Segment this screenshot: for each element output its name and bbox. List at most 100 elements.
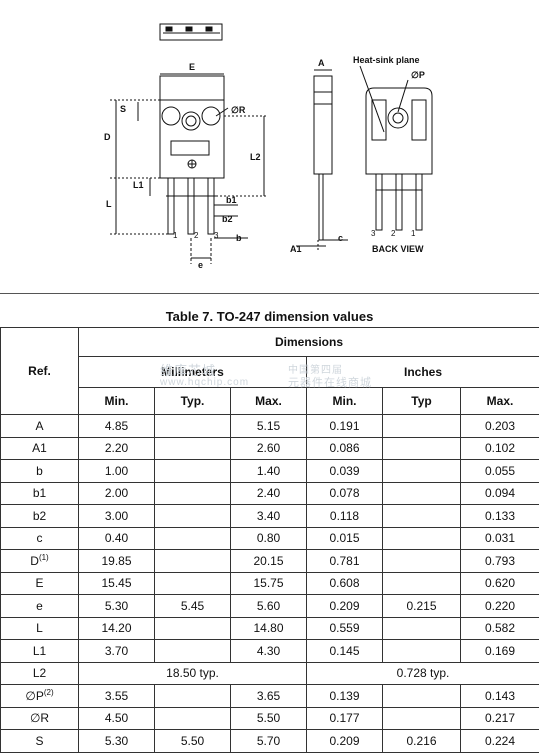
- mm-typ-cell: [155, 572, 231, 595]
- mm-min-cell: 4.50: [79, 707, 155, 730]
- in-typ-cell: 0.215: [383, 595, 461, 618]
- pin-number-1: 1: [173, 231, 178, 240]
- mm-min-cell: 3.70: [79, 640, 155, 663]
- in-min-cell: 0.177: [307, 707, 383, 730]
- ref-cell: E: [1, 572, 79, 595]
- in-min-cell: 0.209: [307, 595, 383, 618]
- in-max-cell: 0.143: [461, 685, 539, 708]
- in-min-cell: 0.118: [307, 505, 383, 528]
- mm-typ-cell: [155, 550, 231, 573]
- col-header-mm-typ: Typ.: [155, 388, 231, 415]
- in-min-cell: 0.039: [307, 460, 383, 483]
- mm-max-cell: 0.80: [231, 527, 307, 550]
- back-view-body: [366, 88, 432, 174]
- mm-max-cell: 3.40: [231, 505, 307, 528]
- mm-typ-cell: [155, 617, 231, 640]
- mm-max-cell: 5.15: [231, 415, 307, 438]
- mm-typ-cell: [155, 482, 231, 505]
- mm-max-cell: 14.80: [231, 617, 307, 640]
- mm-max-cell: 5.70: [231, 730, 307, 753]
- dim-label-A1: A1: [290, 244, 302, 254]
- mm-typ-cell: 5.50: [155, 730, 231, 753]
- top-view-body: [160, 24, 222, 40]
- mm-max-cell: 15.75: [231, 572, 307, 595]
- ref-cell: b: [1, 460, 79, 483]
- in-max-cell: 0.217: [461, 707, 539, 730]
- in-max-cell: 0.055: [461, 460, 539, 483]
- in-typ-cell: [383, 550, 461, 573]
- side-view-body: [314, 76, 332, 174]
- package-outline-drawing: E S D ∅R L2 L1 L b1 b2 b e A A1 c Heat-s…: [0, 0, 539, 292]
- dim-label-e: e: [198, 260, 203, 270]
- in-typ-cell: [383, 685, 461, 708]
- in-min-cell: 0.139: [307, 685, 383, 708]
- in-max-cell: 0.224: [461, 730, 539, 753]
- in-min-cell: 0.781: [307, 550, 383, 573]
- ref-cell: ∅R: [1, 707, 79, 730]
- back-view-label: BACK VIEW: [372, 244, 424, 254]
- mm-typ-cell: [155, 460, 231, 483]
- col-header-in-typ: Typ: [383, 388, 461, 415]
- mm-max-cell: 2.60: [231, 437, 307, 460]
- dim-label-D: D: [104, 132, 111, 142]
- in-typ-cell: [383, 505, 461, 528]
- mm-min-cell: 0.40: [79, 527, 155, 550]
- mm-max-cell: 1.40: [231, 460, 307, 483]
- dim-label-L2: L2: [250, 152, 261, 162]
- dim-label-R: ∅R: [231, 105, 246, 115]
- in-max-cell: 0.031: [461, 527, 539, 550]
- dimensions-header: Dimensions: [79, 328, 539, 357]
- in-max-cell: 0.102: [461, 437, 539, 460]
- ref-header: Ref.: [1, 328, 79, 415]
- watermark-left-url: www.hqchip.com: [160, 377, 249, 388]
- mm-min-cell: 1.00: [79, 460, 155, 483]
- drawing-frame-border: [0, 293, 539, 294]
- col-header-mm-max: Max.: [231, 388, 307, 415]
- in-max-cell: 0.582: [461, 617, 539, 640]
- in-max-cell: 0.793: [461, 550, 539, 573]
- dim-label-P: ∅P: [411, 70, 425, 80]
- ref-cell: L1: [1, 640, 79, 663]
- mm-typ-cell: [155, 415, 231, 438]
- ref-cell: b1: [1, 482, 79, 505]
- in-max-cell: 0.169: [461, 640, 539, 663]
- dimension-table: Ref. Dimensions Millimeters Inches Min. …: [0, 327, 539, 753]
- in-typ-span-cell: 0.728 typ.: [307, 662, 539, 685]
- mm-min-cell: 19.85: [79, 550, 155, 573]
- mm-typ-cell: 5.45: [155, 595, 231, 618]
- dim-label-b: b: [236, 233, 242, 243]
- back-pin-number-3: 3: [371, 229, 376, 238]
- pin-number-3: 3: [214, 231, 219, 240]
- in-min-cell: 0.209: [307, 730, 383, 753]
- ref-cell: b2: [1, 505, 79, 528]
- mm-typ-cell: [155, 437, 231, 460]
- heat-sink-label: Heat-sink plane: [353, 55, 420, 65]
- mm-typ-span-cell: 18.50 typ.: [79, 662, 307, 685]
- mm-min-cell: 2.20: [79, 437, 155, 460]
- back-pin-number-1: 1: [411, 229, 416, 238]
- in-min-cell: 0.078: [307, 482, 383, 505]
- mm-typ-cell: [155, 527, 231, 550]
- in-typ-cell: [383, 460, 461, 483]
- mm-max-cell: 20.15: [231, 550, 307, 573]
- table-title: Table 7. TO-247 dimension values: [0, 309, 539, 324]
- in-typ-cell: [383, 415, 461, 438]
- in-min-cell: 0.559: [307, 617, 383, 640]
- mm-typ-cell: [155, 640, 231, 663]
- ref-cell: L: [1, 617, 79, 640]
- in-min-cell: 0.015: [307, 527, 383, 550]
- in-typ-cell: [383, 437, 461, 460]
- dim-label-S: S: [120, 104, 126, 114]
